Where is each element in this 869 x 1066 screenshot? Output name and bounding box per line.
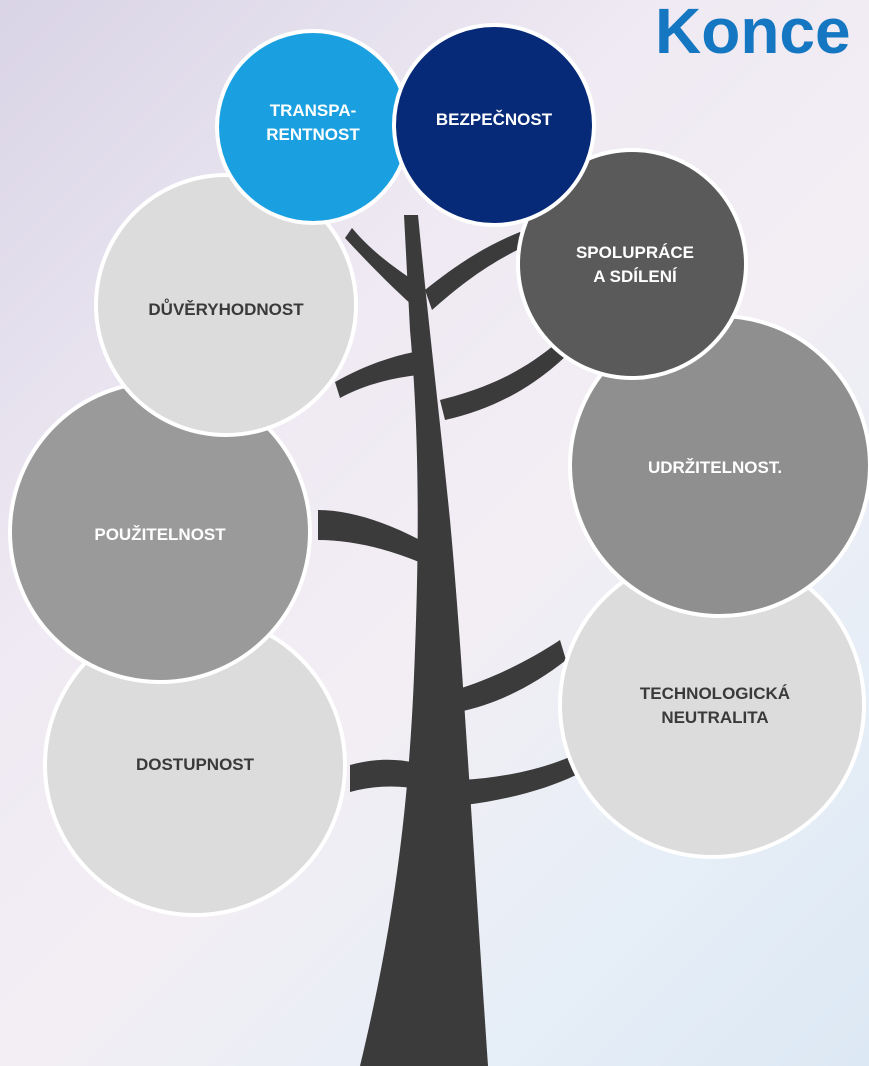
circle-spoluprace	[516, 148, 748, 380]
label-udrzitelnost: UDRŽITELNOST.	[647, 458, 783, 477]
branch-right-upper	[440, 340, 566, 420]
branch-right-lower	[455, 640, 566, 712]
branch-top-left	[345, 228, 416, 305]
branch-left-middle	[318, 510, 420, 562]
label-technologicka-neutralita: TECHNOLOGICKÁ NEUTRALITA	[639, 684, 791, 727]
label-spoluprace: SPOLUPRÁCE A SDÍLENÍ	[575, 243, 695, 286]
circle-duveryhodnost	[94, 173, 358, 437]
label-transparentnost: TRANSPA- RENTNOST	[266, 101, 360, 144]
circle-bezpecnost	[392, 23, 596, 227]
label-pouzitelnost: POUŽITELNOST	[94, 525, 226, 544]
tree	[318, 215, 576, 1066]
branch-left-upper	[335, 352, 418, 398]
branch-right-bottom	[462, 756, 576, 805]
label-dostupnost: DOSTUPNOST	[135, 755, 255, 774]
slide-title: Konce	[655, 0, 851, 67]
label-bezpecnost: BEZPEČNOST	[435, 110, 553, 129]
label-duveryhodnost: DŮVĚRYHODNOST	[148, 300, 304, 319]
branch-left-lower	[350, 759, 424, 792]
tree-trunk	[360, 215, 488, 1066]
branch-top-right	[425, 232, 528, 310]
